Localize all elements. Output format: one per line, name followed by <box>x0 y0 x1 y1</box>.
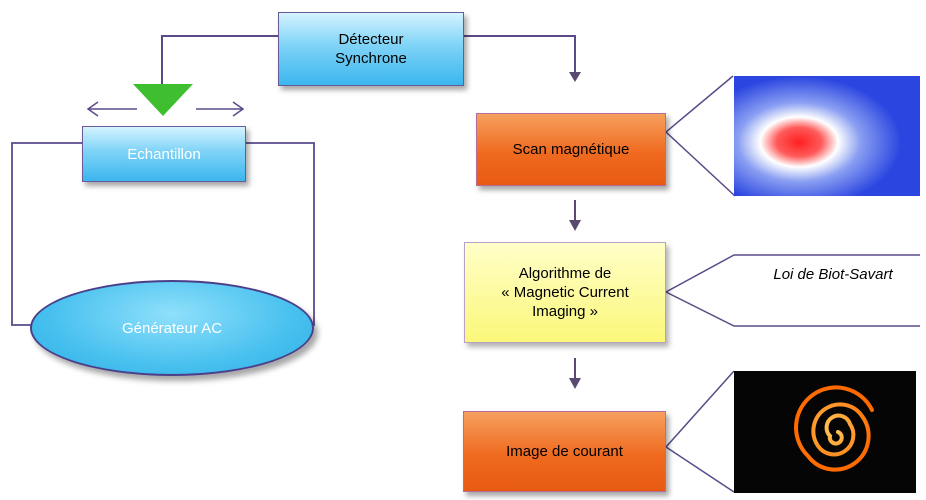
scan-label: Scan magnétique <box>512 141 630 158</box>
current-image-box: Image de courant <box>463 411 666 492</box>
detector-label-line2: Synchrone <box>335 50 407 67</box>
current-image <box>734 371 916 493</box>
algorithm-box: Algorithme de « Magnetic Current Imaging… <box>464 242 666 343</box>
connector-detector-scan <box>464 35 576 72</box>
circuit-left-wire <box>11 142 82 326</box>
generator-label: Générateur AC <box>121 319 223 337</box>
algo-label-line2: « Magnetic Current <box>501 284 629 301</box>
callout-law <box>664 254 920 327</box>
current-spiral <box>794 385 874 472</box>
scan-direction-left-head <box>86 101 99 117</box>
scan-direction-right-head <box>232 101 245 117</box>
arrowhead-scan-to-algo <box>569 220 581 231</box>
algo-label-line1: Algorithme de <box>518 265 612 282</box>
synchronous-detector-box: Détecteur Synchrone <box>278 12 464 86</box>
algo-label-line3: Imaging » <box>532 303 598 320</box>
arrowhead-algo-to-current <box>569 378 581 389</box>
sample-label: Echantillon <box>127 145 201 163</box>
sample-box: Echantillon <box>82 126 246 182</box>
probe-triangle <box>133 84 193 116</box>
magnetic-map-image <box>734 76 920 196</box>
biot-savart-law-label: Loi de Biot-Savart <box>773 266 893 283</box>
arrowhead-to-scan <box>569 72 581 82</box>
magnetic-scan-box: Scan magnétique <box>476 113 666 186</box>
callout-current-image <box>664 370 735 493</box>
callout-scan-map <box>664 75 736 197</box>
detector-label-line1: Détecteur <box>338 31 404 48</box>
connector-detector-probe <box>161 35 278 84</box>
current-image-label: Image de courant <box>506 443 623 460</box>
ac-generator-ellipse: Générateur AC <box>30 280 314 376</box>
